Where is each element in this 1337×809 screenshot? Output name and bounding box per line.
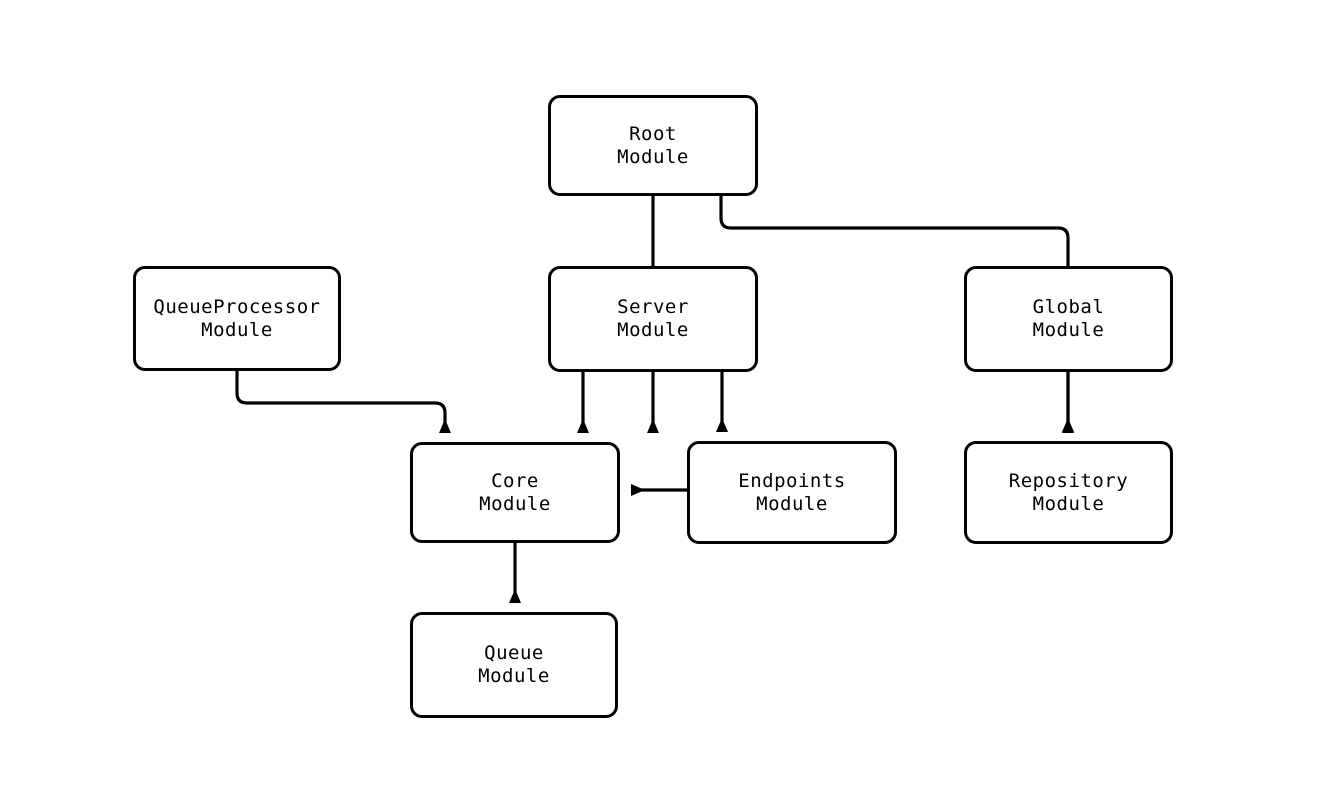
node-label-line-1: Server bbox=[617, 296, 689, 318]
node-root-module[interactable]: Root Module bbox=[548, 95, 758, 196]
node-label-line-1: Root bbox=[629, 122, 677, 145]
node-server-module[interactable]: Server Module bbox=[548, 266, 758, 372]
node-label-line-2: Module bbox=[478, 665, 550, 687]
node-label-line-2: Module bbox=[1032, 319, 1105, 341]
node-label-line-2: Module bbox=[201, 318, 273, 341]
node-label-line-2: Module bbox=[617, 319, 689, 341]
node-label-line-1: Core bbox=[491, 469, 539, 492]
node-label-line-1: Repository bbox=[1008, 469, 1129, 492]
node-queueprocessor-module[interactable]: QueueProcessor Module bbox=[133, 266, 341, 371]
edge-queueprocessor-to-core bbox=[235, 371, 451, 433]
node-label-line-2: Module bbox=[617, 145, 689, 168]
node-label-line-1: Endpoints bbox=[738, 469, 846, 492]
node-endpoints-module[interactable]: Endpoints Module bbox=[687, 441, 897, 544]
node-core-module[interactable]: Core Module bbox=[410, 442, 620, 543]
node-label-line-1: Queue bbox=[484, 642, 544, 664]
node-repository-module[interactable]: Repository Module bbox=[964, 441, 1173, 544]
node-label-line-2: Module bbox=[479, 492, 551, 515]
node-global-module[interactable]: Global Module bbox=[964, 266, 1173, 372]
node-label-line-1: QueueProcessor bbox=[153, 295, 321, 318]
node-label-line-1: Global bbox=[1032, 296, 1105, 318]
node-queue-module[interactable]: Queue Module bbox=[410, 612, 618, 718]
node-label-line-2: Module bbox=[756, 492, 828, 515]
node-label-line-2: Module bbox=[1032, 492, 1105, 515]
